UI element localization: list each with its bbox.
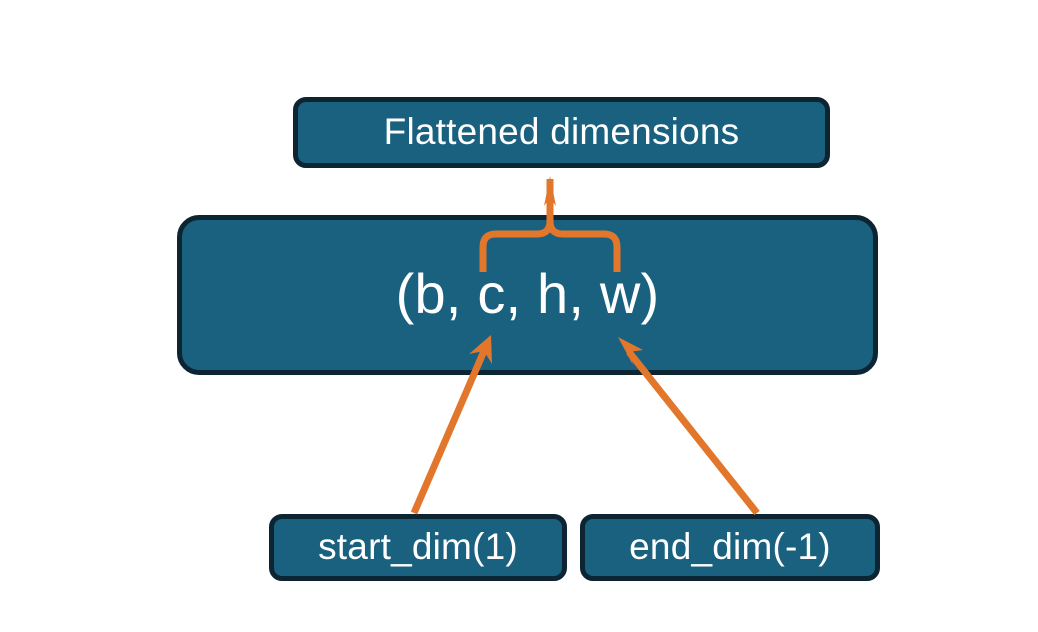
node-end-dim[interactable]: end_dim(-1): [580, 514, 880, 581]
curly-brace-stem-tip: [544, 176, 556, 206]
node-start-dim-label: start_dim(1): [318, 525, 518, 567]
node-end-dim-label: end_dim(-1): [629, 525, 831, 567]
node-flattened-dimensions[interactable]: Flattened dimensions: [293, 97, 830, 168]
start-dim-arrow-line: [410, 349, 488, 515]
node-tensor-shape-label: (b, c, h, w): [395, 261, 660, 325]
end-dim-arrow-line: [626, 349, 760, 516]
node-flattened-dimensions-label: Flattened dimensions: [383, 110, 740, 152]
node-tensor-shape[interactable]: (b, c, h, w): [177, 215, 878, 375]
node-start-dim[interactable]: start_dim(1): [269, 514, 567, 581]
